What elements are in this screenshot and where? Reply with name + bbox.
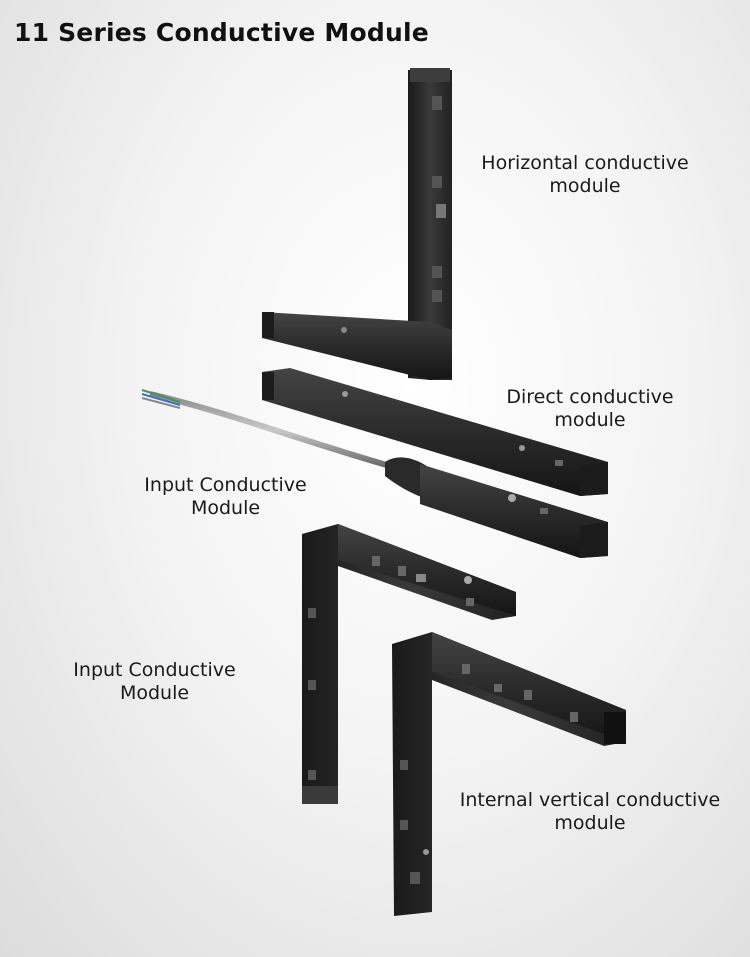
label-line: Input Conductive (144, 474, 307, 496)
label-input-conductive-module-top: Input Conductive Module (128, 474, 323, 520)
direct-conductive-module (262, 368, 608, 496)
internal-vertical-conductive-module (392, 632, 626, 916)
label-horizontal-conductive-module: Horizontal conductive module (460, 152, 710, 198)
label-line: Direct conductive (506, 386, 674, 408)
label-line: Module (190, 497, 261, 519)
label-line: module (549, 175, 621, 197)
input-conductive-module-corner (302, 524, 516, 804)
label-line: Internal vertical conductive (459, 789, 721, 811)
label-internal-vertical-conductive-module: Internal vertical conductive module (440, 789, 740, 835)
page-title: 11 Series Conductive Module (14, 18, 429, 47)
label-line: Module (119, 682, 190, 704)
label-line: Horizontal conductive (481, 152, 689, 174)
label-input-conductive-module-bottom: Input Conductive Module (57, 659, 252, 705)
horizontal-conductive-module (262, 68, 452, 380)
label-line: module (554, 409, 626, 431)
label-direct-conductive-module: Direct conductive module (490, 386, 690, 432)
input-conductive-module-straight (141, 389, 608, 558)
label-line: Input Conductive (73, 659, 236, 681)
label-line: module (554, 812, 626, 834)
